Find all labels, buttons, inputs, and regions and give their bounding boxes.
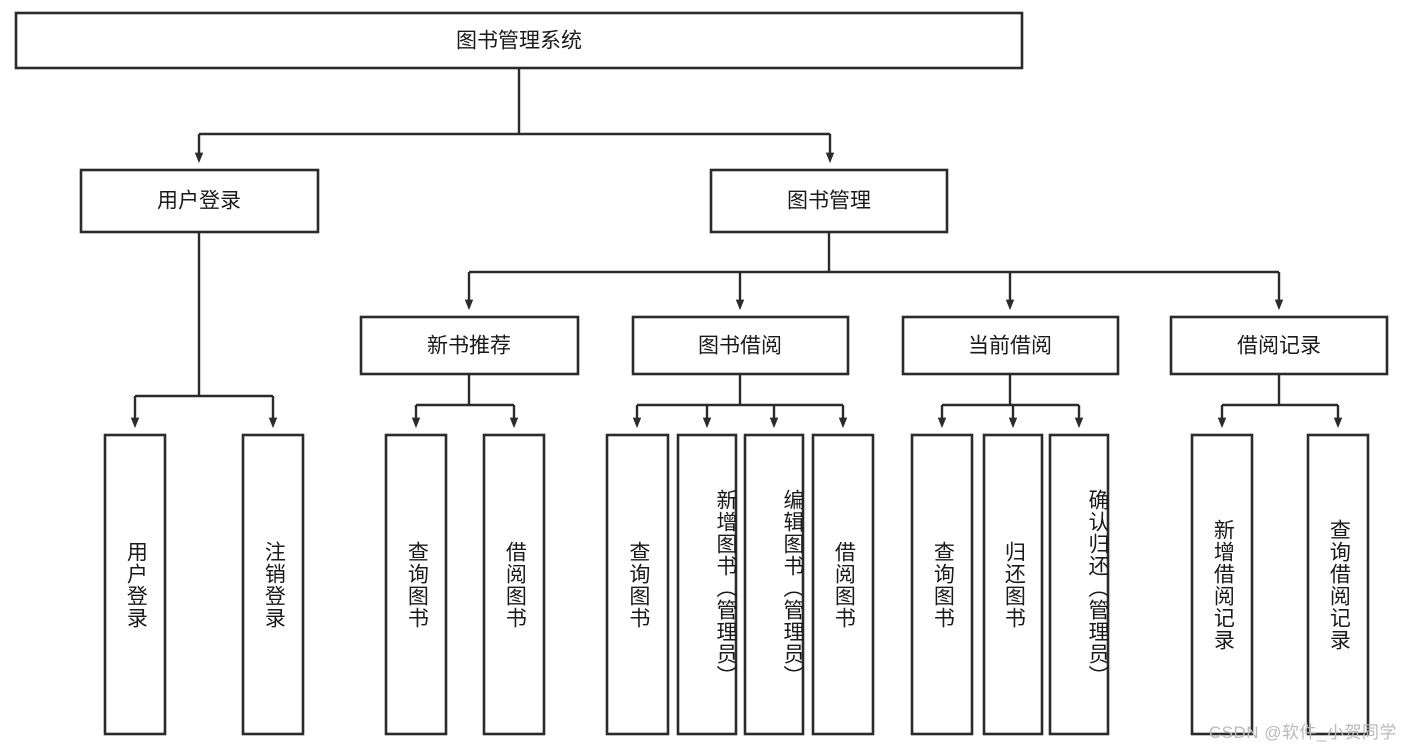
node-new-book-rec-label: 新书推荐 — [427, 335, 511, 358]
node-leaf-return-book[interactable] — [982, 433, 1044, 736]
csdn-watermark: CSDN @软件_小贺同学 — [1208, 723, 1397, 742]
node-leaf-borrow-book-2[interactable] — [811, 433, 875, 736]
node-user-login-label: 用户登录 — [157, 190, 241, 213]
node-leaf-add-book[interactable] — [676, 433, 738, 736]
node-book-borrow-label: 图书借阅 — [698, 335, 782, 358]
node-leaf-add-record[interactable] — [1190, 433, 1254, 736]
node-leaf-user-login[interactable] — [103, 433, 167, 736]
node-book-manage-label: 图书管理 — [787, 190, 871, 213]
node-leaf-query-book-1[interactable] — [384, 433, 448, 736]
node-leaf-query-record[interactable] — [1306, 433, 1370, 736]
node-book-borrow[interactable] — [631, 315, 850, 376]
node-user-login[interactable] — [79, 168, 320, 234]
node-leaf-query-book-2[interactable] — [605, 433, 670, 736]
node-new-book-rec[interactable] — [359, 315, 580, 376]
node-leaf-borrow-book-1[interactable] — [482, 433, 546, 736]
node-leaf-query-book-3[interactable] — [910, 433, 974, 736]
node-current-borrow[interactable] — [901, 315, 1120, 376]
node-borrow-records[interactable] — [1169, 315, 1389, 376]
node-root[interactable] — [14, 11, 1024, 70]
edges-layer — [130, 68, 1343, 429]
node-root-label: 图书管理系统 — [456, 30, 582, 53]
node-leaf-edit-book[interactable] — [743, 433, 805, 736]
node-book-manage[interactable] — [709, 168, 949, 234]
node-leaf-confirm-return[interactable] — [1048, 433, 1110, 736]
node-borrow-records-label: 借阅记录 — [1237, 335, 1321, 358]
nodes-layer: 图书管理系统 用户登录 图书管理 新书推荐 图书借阅 当前借阅 借阅记录 — [14, 11, 1389, 736]
node-leaf-user-logout[interactable] — [241, 433, 305, 736]
node-current-borrow-label: 当前借阅 — [968, 335, 1052, 358]
